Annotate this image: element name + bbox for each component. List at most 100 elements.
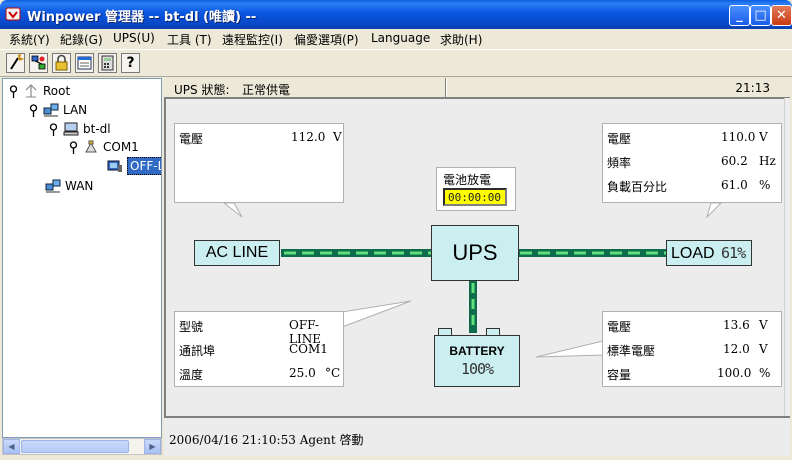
tree-horizontal-scrollbar[interactable]: ◀ ▶ (2, 438, 162, 455)
menu-remote[interactable]: 遠程監控(I) (222, 33, 283, 47)
wand-icon (10, 53, 25, 70)
pin-icon (29, 103, 38, 117)
ac-line-node[interactable]: AC LINE (194, 240, 280, 266)
ups-callout-tail (341, 300, 412, 328)
menu-log[interactable]: 紀錄(G) (60, 33, 103, 47)
computer-icon (63, 122, 79, 136)
winpower-app-icon[interactable] (5, 6, 21, 22)
window-icon (77, 56, 92, 70)
output-voltage-key: 電壓 (607, 132, 632, 146)
minimize-icon: _ (736, 8, 743, 23)
battery-info-box: 電壓 13.6 V 標準電壓 12.0 V 容量 100.0 % (602, 311, 782, 387)
battery-node[interactable]: BATTERY 100% (434, 335, 520, 387)
scroll-thumb[interactable] (21, 440, 129, 453)
panel-splitter[interactable] (162, 78, 164, 456)
output-frequency-unit: Hz (759, 154, 776, 168)
scroll-right-button[interactable]: ▶ (144, 439, 161, 454)
pin-icon (49, 122, 58, 136)
calculator-button[interactable] (98, 53, 117, 73)
close-button[interactable]: ✕ (771, 5, 792, 26)
ups-model-value: OFF-LINE (289, 318, 321, 346)
load-node[interactable]: LOAD 61% (666, 240, 752, 266)
window-button[interactable] (75, 53, 94, 73)
lan-icon (43, 103, 59, 117)
minimize-button[interactable]: _ (729, 5, 750, 26)
title-bar[interactable]: Winpower 管理器 -- bt-dl (唯讀) -- _ □ ✕ (0, 0, 792, 29)
network-config-button[interactable] (29, 53, 48, 73)
battery-terminal-left (438, 328, 452, 336)
device-tree[interactable]: Root LAN bt-dl COM1 OFF-L WAN (2, 78, 162, 438)
output-load-value: 61.0 (721, 178, 748, 192)
connection-lines (222, 202, 723, 358)
ups-info-box: 型號 OFF-LINE 通訊埠 COM1 溫度 25.0 °C (174, 311, 344, 387)
root-icon (25, 84, 37, 98)
tree-label: WAN (65, 179, 94, 193)
lock-icon (55, 54, 68, 71)
output-info-box: 電壓 110.0 V 頻率 60.2 Hz 負載百分比 61.0 % (602, 123, 782, 203)
output-frequency-key: 頻率 (607, 156, 632, 170)
input-voltage-unit: V (333, 130, 342, 144)
output-voltage-value: 110.0 (721, 130, 756, 144)
ups-diagram-panel: 電壓 112.0 V 電壓 110.0 V 頻率 60.2 Hz 負載百分比 6… (164, 98, 784, 416)
ups-model-key: 型號 (179, 320, 204, 334)
battery-callout-tail (535, 340, 604, 358)
scroll-left-button[interactable]: ◀ (3, 439, 20, 454)
toolbar: ? (0, 49, 792, 77)
close-icon: ✕ (776, 8, 787, 23)
input-callout-tail (222, 202, 243, 218)
tree-item-lan[interactable]: LAN (29, 101, 87, 119)
battery-voltage-value: 13.6 (723, 318, 750, 332)
calculator-icon (101, 55, 114, 71)
status-separator (445, 78, 447, 97)
ups-status-label: UPS 狀態: (174, 83, 230, 97)
status-time: 21:13 (735, 81, 770, 95)
menu-language[interactable]: Language (371, 31, 431, 45)
tree-item-host[interactable]: bt-dl (49, 120, 111, 138)
battery-capacity-unit: % (759, 366, 771, 380)
event-log-bar: 2006/04/16 21:10:53 Agent 啓動 (164, 416, 790, 456)
ups-temperature-value: 25.0 (289, 366, 316, 380)
arrow-left-icon: ◀ (8, 442, 15, 451)
tree-label: Root (43, 84, 71, 98)
output-voltage-unit: V (759, 130, 768, 144)
ac-line-label: AC LINE (205, 244, 269, 261)
com-port-icon (85, 140, 97, 153)
menu-system[interactable]: 系統(Y) (9, 33, 50, 47)
panel-right-edge (784, 98, 790, 416)
battery-nominal-voltage-value: 12.0 (723, 342, 750, 356)
network-config-icon (31, 55, 46, 70)
load-percent-lcd: 61% (721, 244, 746, 262)
ups-status-value: 正常供電 (242, 83, 291, 97)
menu-tools[interactable]: 工具 (T) (167, 33, 212, 47)
discharge-timer: 00:00:00 (443, 188, 507, 206)
pin-icon (9, 84, 18, 98)
tree-item-ups-device[interactable]: OFF-L (107, 157, 161, 175)
discharge-label: 電池放電 (443, 173, 492, 187)
arrow-right-icon: ▶ (149, 442, 156, 451)
pin-icon (69, 140, 78, 154)
battery-nominal-voltage-key: 標準電壓 (607, 344, 656, 358)
menu-bar: 系統(Y) 紀錄(G) UPS(U) 工具 (T) 遠程監控(I) 偏愛選項(P… (0, 29, 792, 49)
battery-capacity-value: 100.0 (717, 366, 752, 380)
output-frequency-value: 60.2 (721, 154, 748, 168)
tree-label: COM1 (103, 140, 139, 154)
wand-button[interactable] (6, 53, 25, 73)
ups-node[interactable]: UPS (431, 225, 519, 281)
menu-preferences[interactable]: 偏愛選項(P) (294, 33, 359, 47)
battery-nominal-voltage-unit: V (759, 342, 768, 356)
menu-help[interactable]: 求助(H) (440, 33, 483, 47)
battery-voltage-unit: V (759, 318, 768, 332)
tree-item-root[interactable]: Root (9, 82, 70, 100)
battery-label: BATTERY (449, 344, 505, 358)
battery-terminal-right (486, 328, 500, 336)
menu-ups[interactable]: UPS(U) (113, 31, 155, 45)
tree-item-com1[interactable]: COM1 (69, 138, 139, 156)
battery-capacity-key: 容量 (607, 368, 632, 382)
maximize-button[interactable]: □ (750, 5, 771, 26)
tree-item-wan[interactable]: WAN (45, 177, 93, 195)
help-icon: ? (126, 55, 135, 71)
ups-temperature-unit: °C (325, 366, 341, 380)
help-button[interactable]: ? (121, 53, 140, 73)
tree-label: LAN (63, 103, 88, 117)
lock-button[interactable] (52, 53, 71, 73)
